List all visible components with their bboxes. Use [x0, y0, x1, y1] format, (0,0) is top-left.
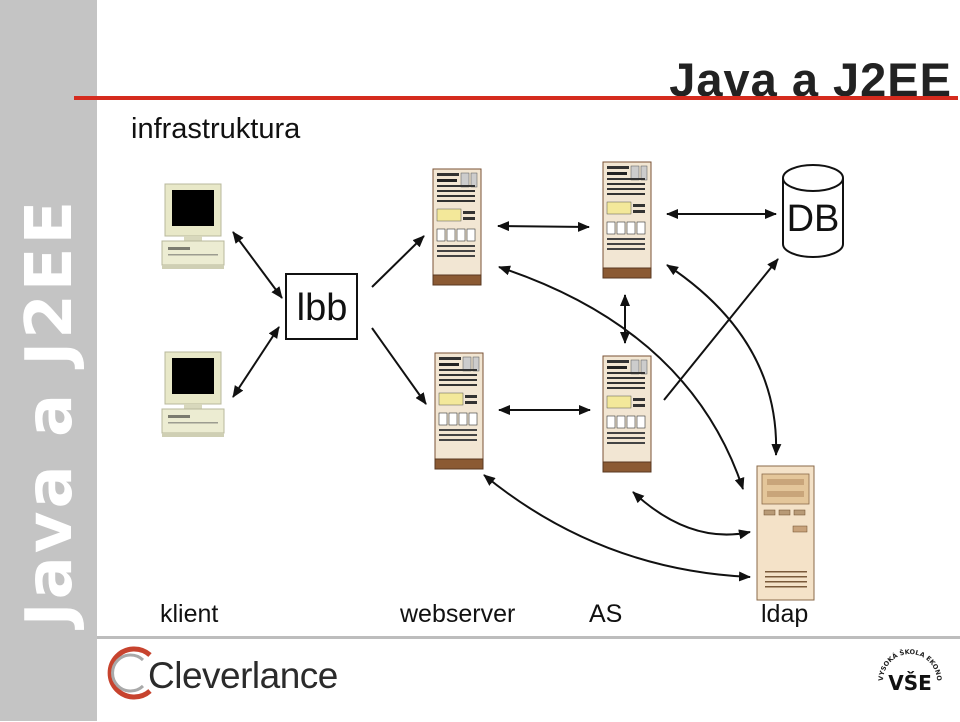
slide-subtitle: infrastruktura: [131, 113, 301, 145]
sidebar: Java a J2EE: [0, 0, 97, 721]
caption-webserver: webserver: [400, 600, 516, 628]
arrow-lbb-web2: [371, 327, 427, 405]
webserver-rack-icon-2: [434, 352, 484, 470]
database-icon: DB: [782, 164, 844, 258]
seal-monogram: VŠE: [888, 671, 932, 695]
ldap-server-tower-icon: [756, 465, 815, 601]
cleverlance-logo-icon: [107, 646, 152, 700]
arrow-lbb-web1: [371, 235, 425, 288]
company-logo-text: Cleverlance: [148, 655, 338, 696]
arrow-client2-lbb: [232, 326, 280, 398]
footer-rule: [97, 636, 960, 639]
arrow-as1-ldap: [666, 264, 782, 456]
caption-as: AS: [589, 600, 623, 628]
client-monitor-icon-2: [161, 351, 225, 438]
client-monitor-icon-1: [161, 183, 225, 270]
lbb-label: lbb: [297, 287, 348, 329]
arrow-web1-as1: [497, 221, 590, 232]
caption-klient: klient: [160, 600, 219, 628]
as-rack-icon-2: [602, 355, 652, 473]
arrow-as2-ldap: [632, 491, 751, 540]
db-label: DB: [787, 198, 840, 240]
arrow-client1-lbb: [232, 231, 283, 299]
header-rule: [74, 96, 958, 100]
as-rack-icon-1: [602, 161, 652, 279]
webserver-rack-icon-1: [432, 168, 482, 286]
arrow-web2-ldap: [483, 474, 751, 582]
caption-ldap: ldap: [761, 600, 809, 628]
lbb-node: lbb: [285, 273, 358, 340]
